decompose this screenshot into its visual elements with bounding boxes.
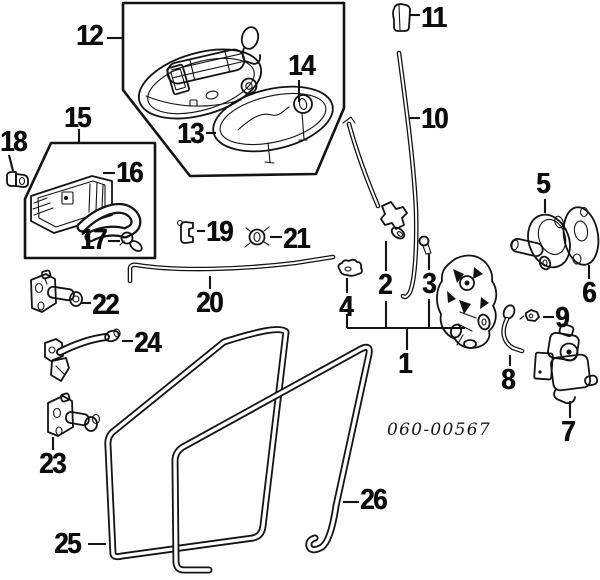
callout-18[interactable]: 18 (0, 124, 27, 158)
callout-15[interactable]: 15 (64, 100, 91, 134)
screw-9-drawing (519, 309, 540, 322)
door-latch-drawing (436, 254, 498, 349)
rod-8-drawing (501, 304, 525, 354)
window-run-26-drawing (171, 343, 373, 574)
callout-21[interactable]: 21 (283, 221, 310, 255)
callout-24[interactable]: 24 (134, 325, 161, 359)
diagram-code: 060-00567 (387, 420, 491, 440)
callout-17[interactable]: 17 (80, 222, 107, 256)
callout-5[interactable]: 5 (536, 166, 550, 200)
callout-22[interactable]: 22 (92, 287, 119, 321)
callout-12[interactable]: 12 (76, 18, 103, 52)
callout-11[interactable]: 11 (421, 0, 447, 34)
handle-gasket-drawing (212, 85, 334, 164)
clip-21-drawing (244, 226, 270, 248)
callout-14[interactable]: 14 (288, 48, 315, 82)
rod-10-drawing (396, 50, 419, 300)
exterior-door-handle-drawing (137, 26, 263, 120)
clip-11-drawing (392, 3, 411, 32)
rod-20-drawing (127, 254, 336, 284)
grommet-18-drawing (6, 171, 29, 188)
detail-box-15 (23, 141, 157, 260)
gasket-6-drawing (562, 206, 600, 266)
callout-6[interactable]: 6 (582, 275, 596, 309)
leader-lines (7, 13, 591, 546)
callout-7[interactable]: 7 (561, 414, 575, 448)
callout-13[interactable]: 13 (177, 116, 204, 150)
callout-10[interactable]: 10 (421, 101, 448, 135)
window-run-25-drawing (104, 326, 290, 561)
callout-25[interactable]: 25 (54, 526, 81, 560)
callout-8[interactable]: 8 (501, 362, 515, 396)
callout-16[interactable]: 16 (116, 155, 143, 189)
callout-26[interactable]: 26 (360, 482, 387, 516)
callout-1[interactable]: 1 (398, 346, 412, 380)
callout-23[interactable]: 23 (39, 446, 66, 480)
callout-20[interactable]: 20 (196, 285, 223, 319)
rod-2-drawing (342, 116, 408, 240)
callout-4[interactable]: 4 (339, 289, 353, 323)
clip-4-drawing (337, 258, 363, 277)
detail-box-12 (121, 1, 346, 178)
callout-3[interactable]: 3 (422, 266, 436, 300)
callout-2[interactable]: 2 (378, 267, 392, 301)
actuator-7-drawing (533, 323, 599, 405)
check-strap-drawing (44, 328, 121, 382)
clip-19-drawing (176, 219, 194, 244)
hinge-23-drawing (47, 392, 101, 437)
screw-17-drawing (119, 231, 143, 252)
lock-cylinder-drawing (510, 213, 571, 271)
hinge-22-drawing (30, 269, 83, 313)
callout-19[interactable]: 19 (206, 214, 233, 248)
callout-9[interactable]: 9 (555, 300, 569, 334)
pin-3-drawing (418, 235, 432, 255)
interior-handle-drawing (30, 175, 142, 243)
